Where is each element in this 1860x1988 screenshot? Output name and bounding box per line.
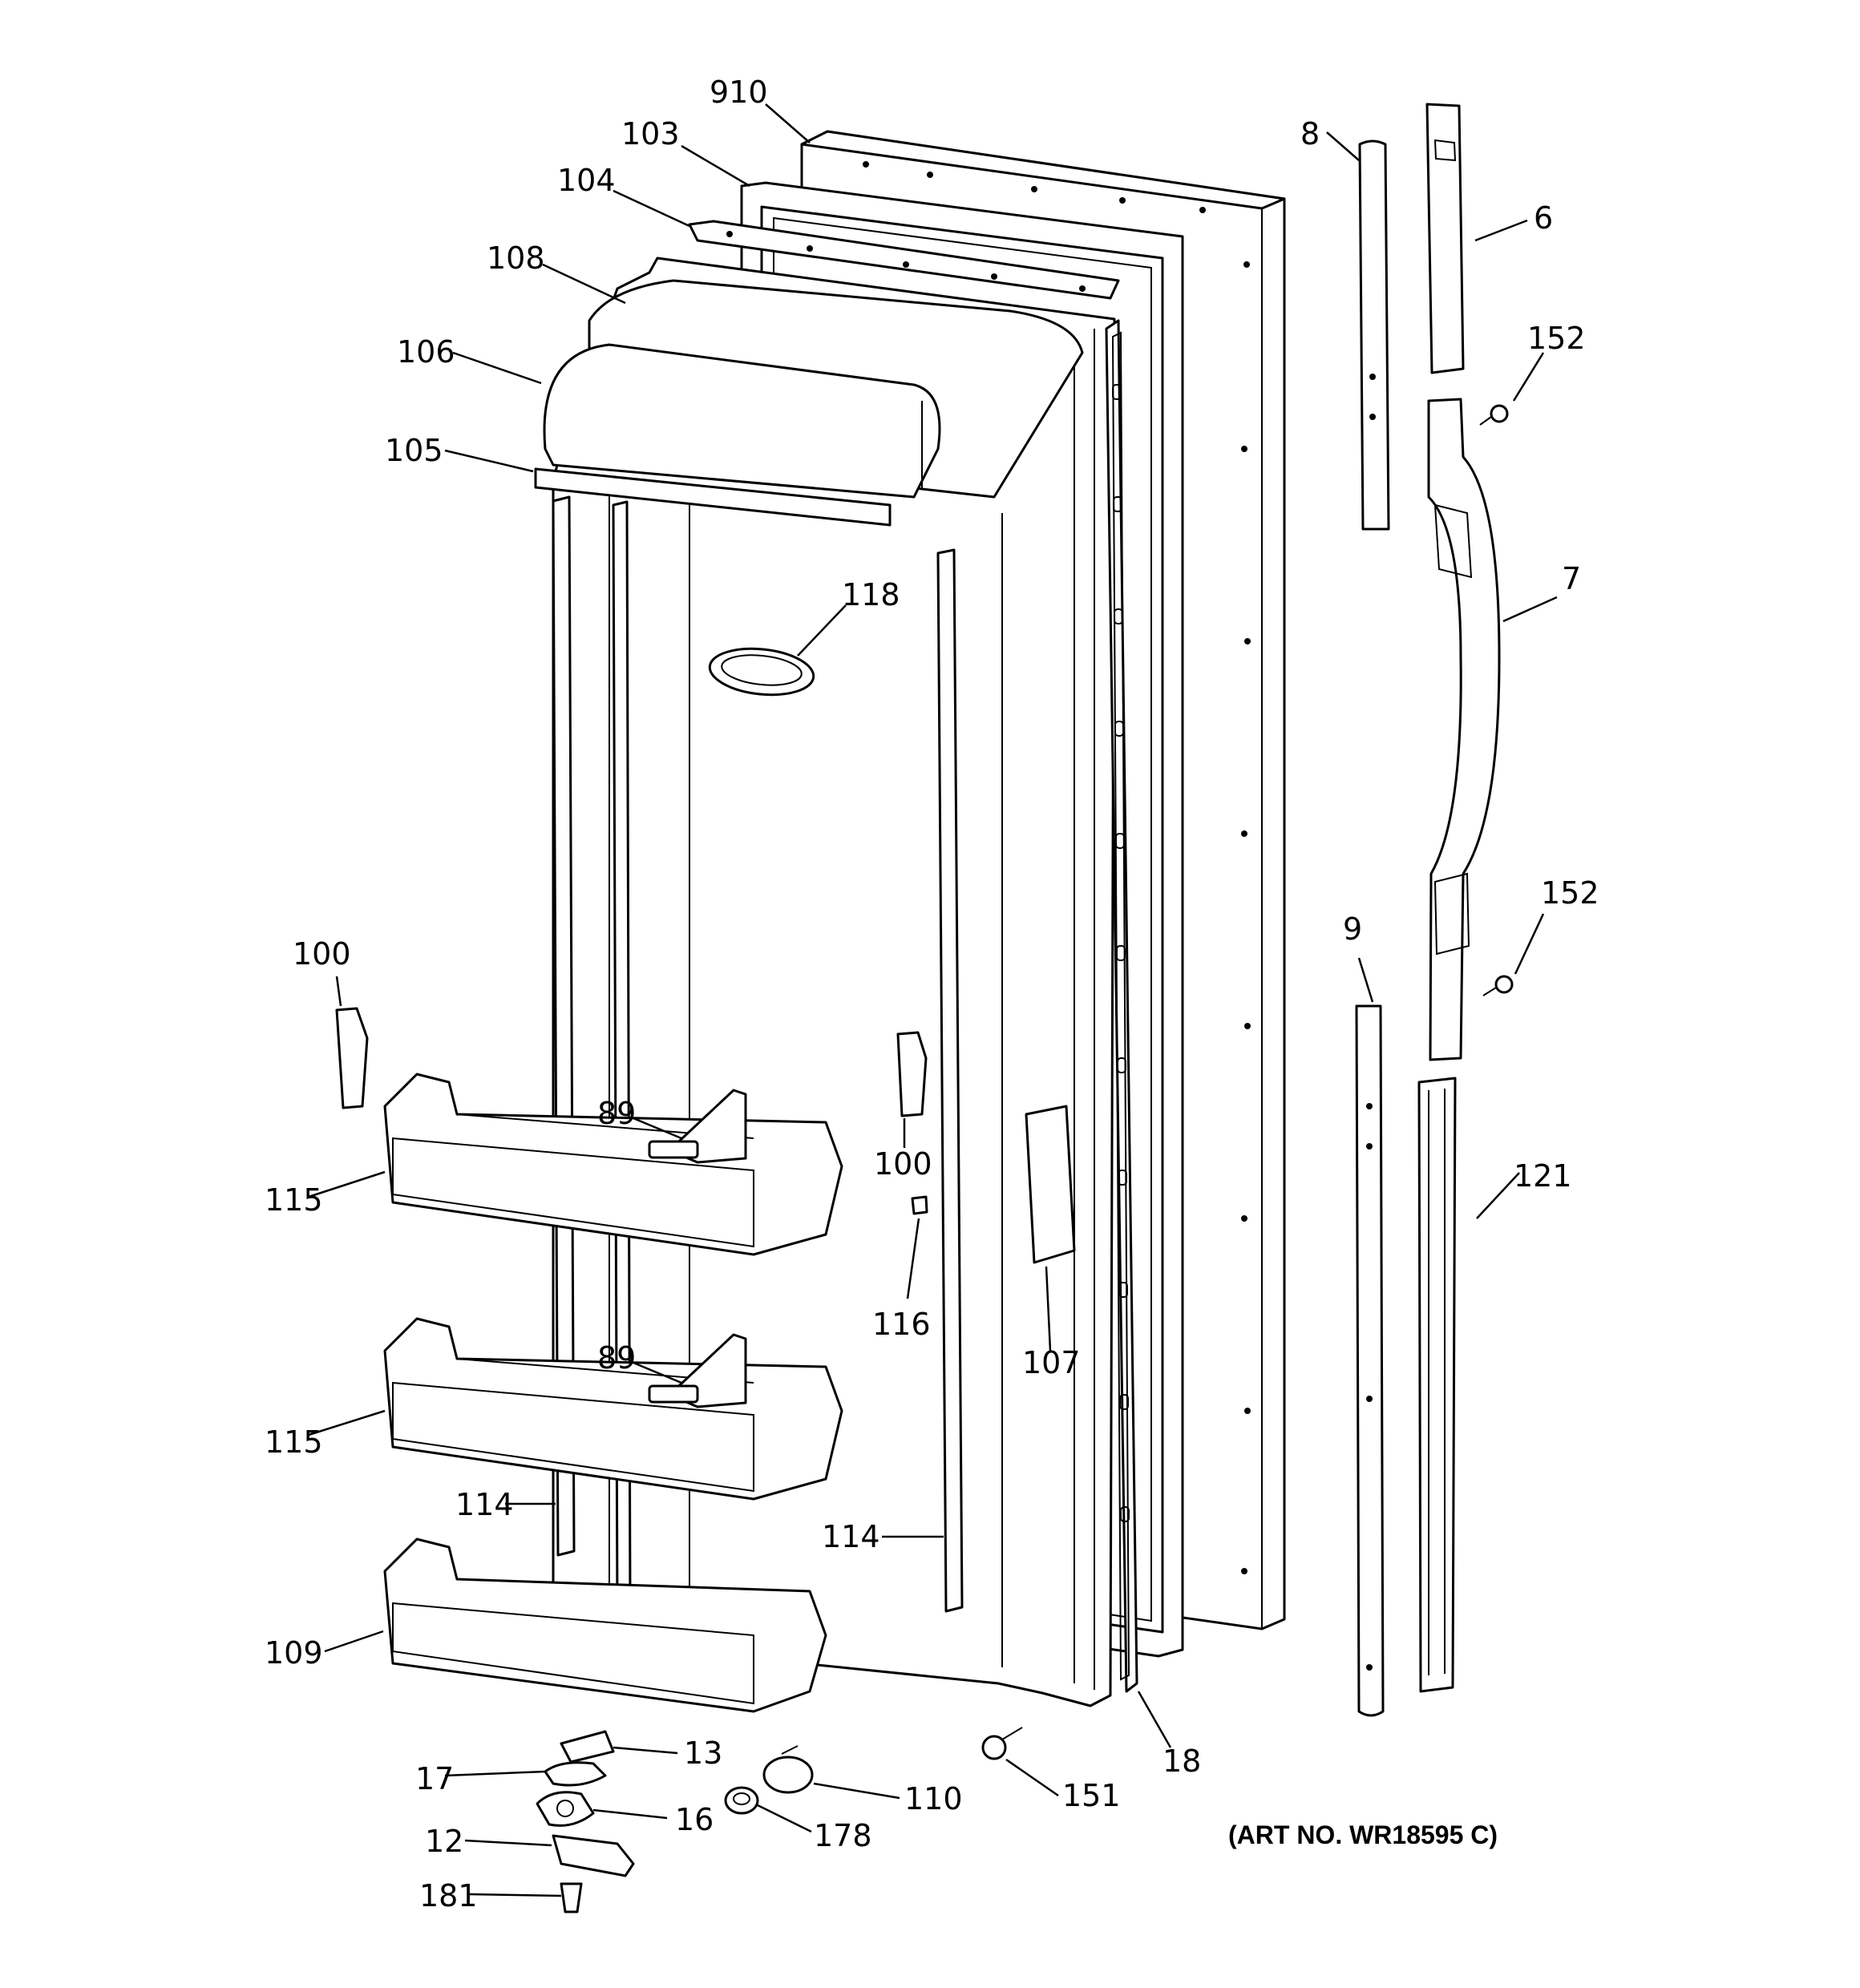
label-100-left: 100 (293, 936, 351, 972)
label-7: 7 (1562, 561, 1581, 596)
label-104: 104 (557, 163, 616, 198)
door-plug (724, 1786, 759, 1815)
label-151: 151 (1062, 1778, 1121, 1813)
label-152-lower: 152 (1541, 875, 1599, 911)
label-109: 109 (265, 1635, 323, 1671)
handle-trim-upper (1358, 139, 1390, 531)
label-89-upper: 89 (597, 1096, 636, 1131)
door-screw (981, 1727, 1023, 1760)
handle-cap-lower (1417, 1077, 1457, 1693)
label-8: 8 (1300, 116, 1320, 152)
door-handle (1427, 398, 1501, 1061)
label-181: 181 (419, 1878, 478, 1913)
label-114-right: 114 (822, 1519, 880, 1554)
dairy-compartment (534, 279, 1084, 527)
shelf-rail-right (936, 548, 964, 1613)
door-cam (762, 1745, 814, 1794)
label-17: 17 (415, 1761, 454, 1796)
handle-screw-upper (1479, 404, 1509, 426)
label-910: 910 (710, 75, 768, 110)
shelf-bracket-right (896, 1031, 928, 1117)
hinge-plate (560, 1730, 615, 1764)
handle-trim-lower (1355, 1004, 1385, 1717)
bracket-insert (1025, 1105, 1076, 1264)
label-12: 12 (425, 1824, 463, 1859)
label-107: 107 (1022, 1345, 1081, 1380)
door-bin-lower (383, 1317, 843, 1501)
label-106: 106 (397, 334, 455, 370)
label-13: 13 (684, 1735, 722, 1771)
label-115-upper: 115 (265, 1182, 323, 1218)
label-89-lower: 89 (597, 1340, 636, 1376)
part-labels: 910 103 104 108 106 105 118 100 100 89 8… (265, 75, 1599, 1913)
label-6: 6 (1534, 200, 1553, 236)
hinge-bushing (536, 1791, 595, 1827)
shelf-bracket-left (335, 1007, 369, 1109)
door-bin-bottom (383, 1537, 827, 1713)
label-121: 121 (1514, 1158, 1572, 1194)
label-118: 118 (842, 577, 900, 612)
hinge-screw (560, 1882, 583, 1913)
hinge-bracket (552, 1834, 635, 1877)
leader-lines (308, 103, 1558, 1897)
hinge-shim (544, 1761, 607, 1787)
label-105: 105 (385, 433, 443, 468)
label-110: 110 (904, 1781, 963, 1816)
label-114-left: 114 (455, 1487, 514, 1522)
art-number: (ART NO. WR18595 C) (1228, 1820, 1498, 1849)
door-clip (911, 1195, 928, 1215)
trim-slots (1112, 384, 1130, 1522)
handle-end-cap (1425, 103, 1465, 374)
label-108: 108 (487, 240, 545, 276)
top-breaker-strip (688, 220, 1120, 300)
label-100-right: 100 (874, 1146, 932, 1182)
label-152-upper: 152 (1527, 321, 1586, 356)
label-9: 9 (1343, 911, 1362, 947)
handle-screw-lower (1482, 975, 1514, 996)
label-18: 18 (1162, 1744, 1201, 1779)
liner-side-trim (1105, 319, 1138, 1693)
label-116: 116 (872, 1307, 931, 1342)
door-bin-upper (383, 1073, 843, 1256)
oval-insert (708, 647, 815, 697)
label-115-lower: 115 (265, 1424, 323, 1460)
label-178: 178 (814, 1818, 872, 1853)
label-16: 16 (675, 1802, 714, 1837)
label-103: 103 (621, 116, 680, 152)
